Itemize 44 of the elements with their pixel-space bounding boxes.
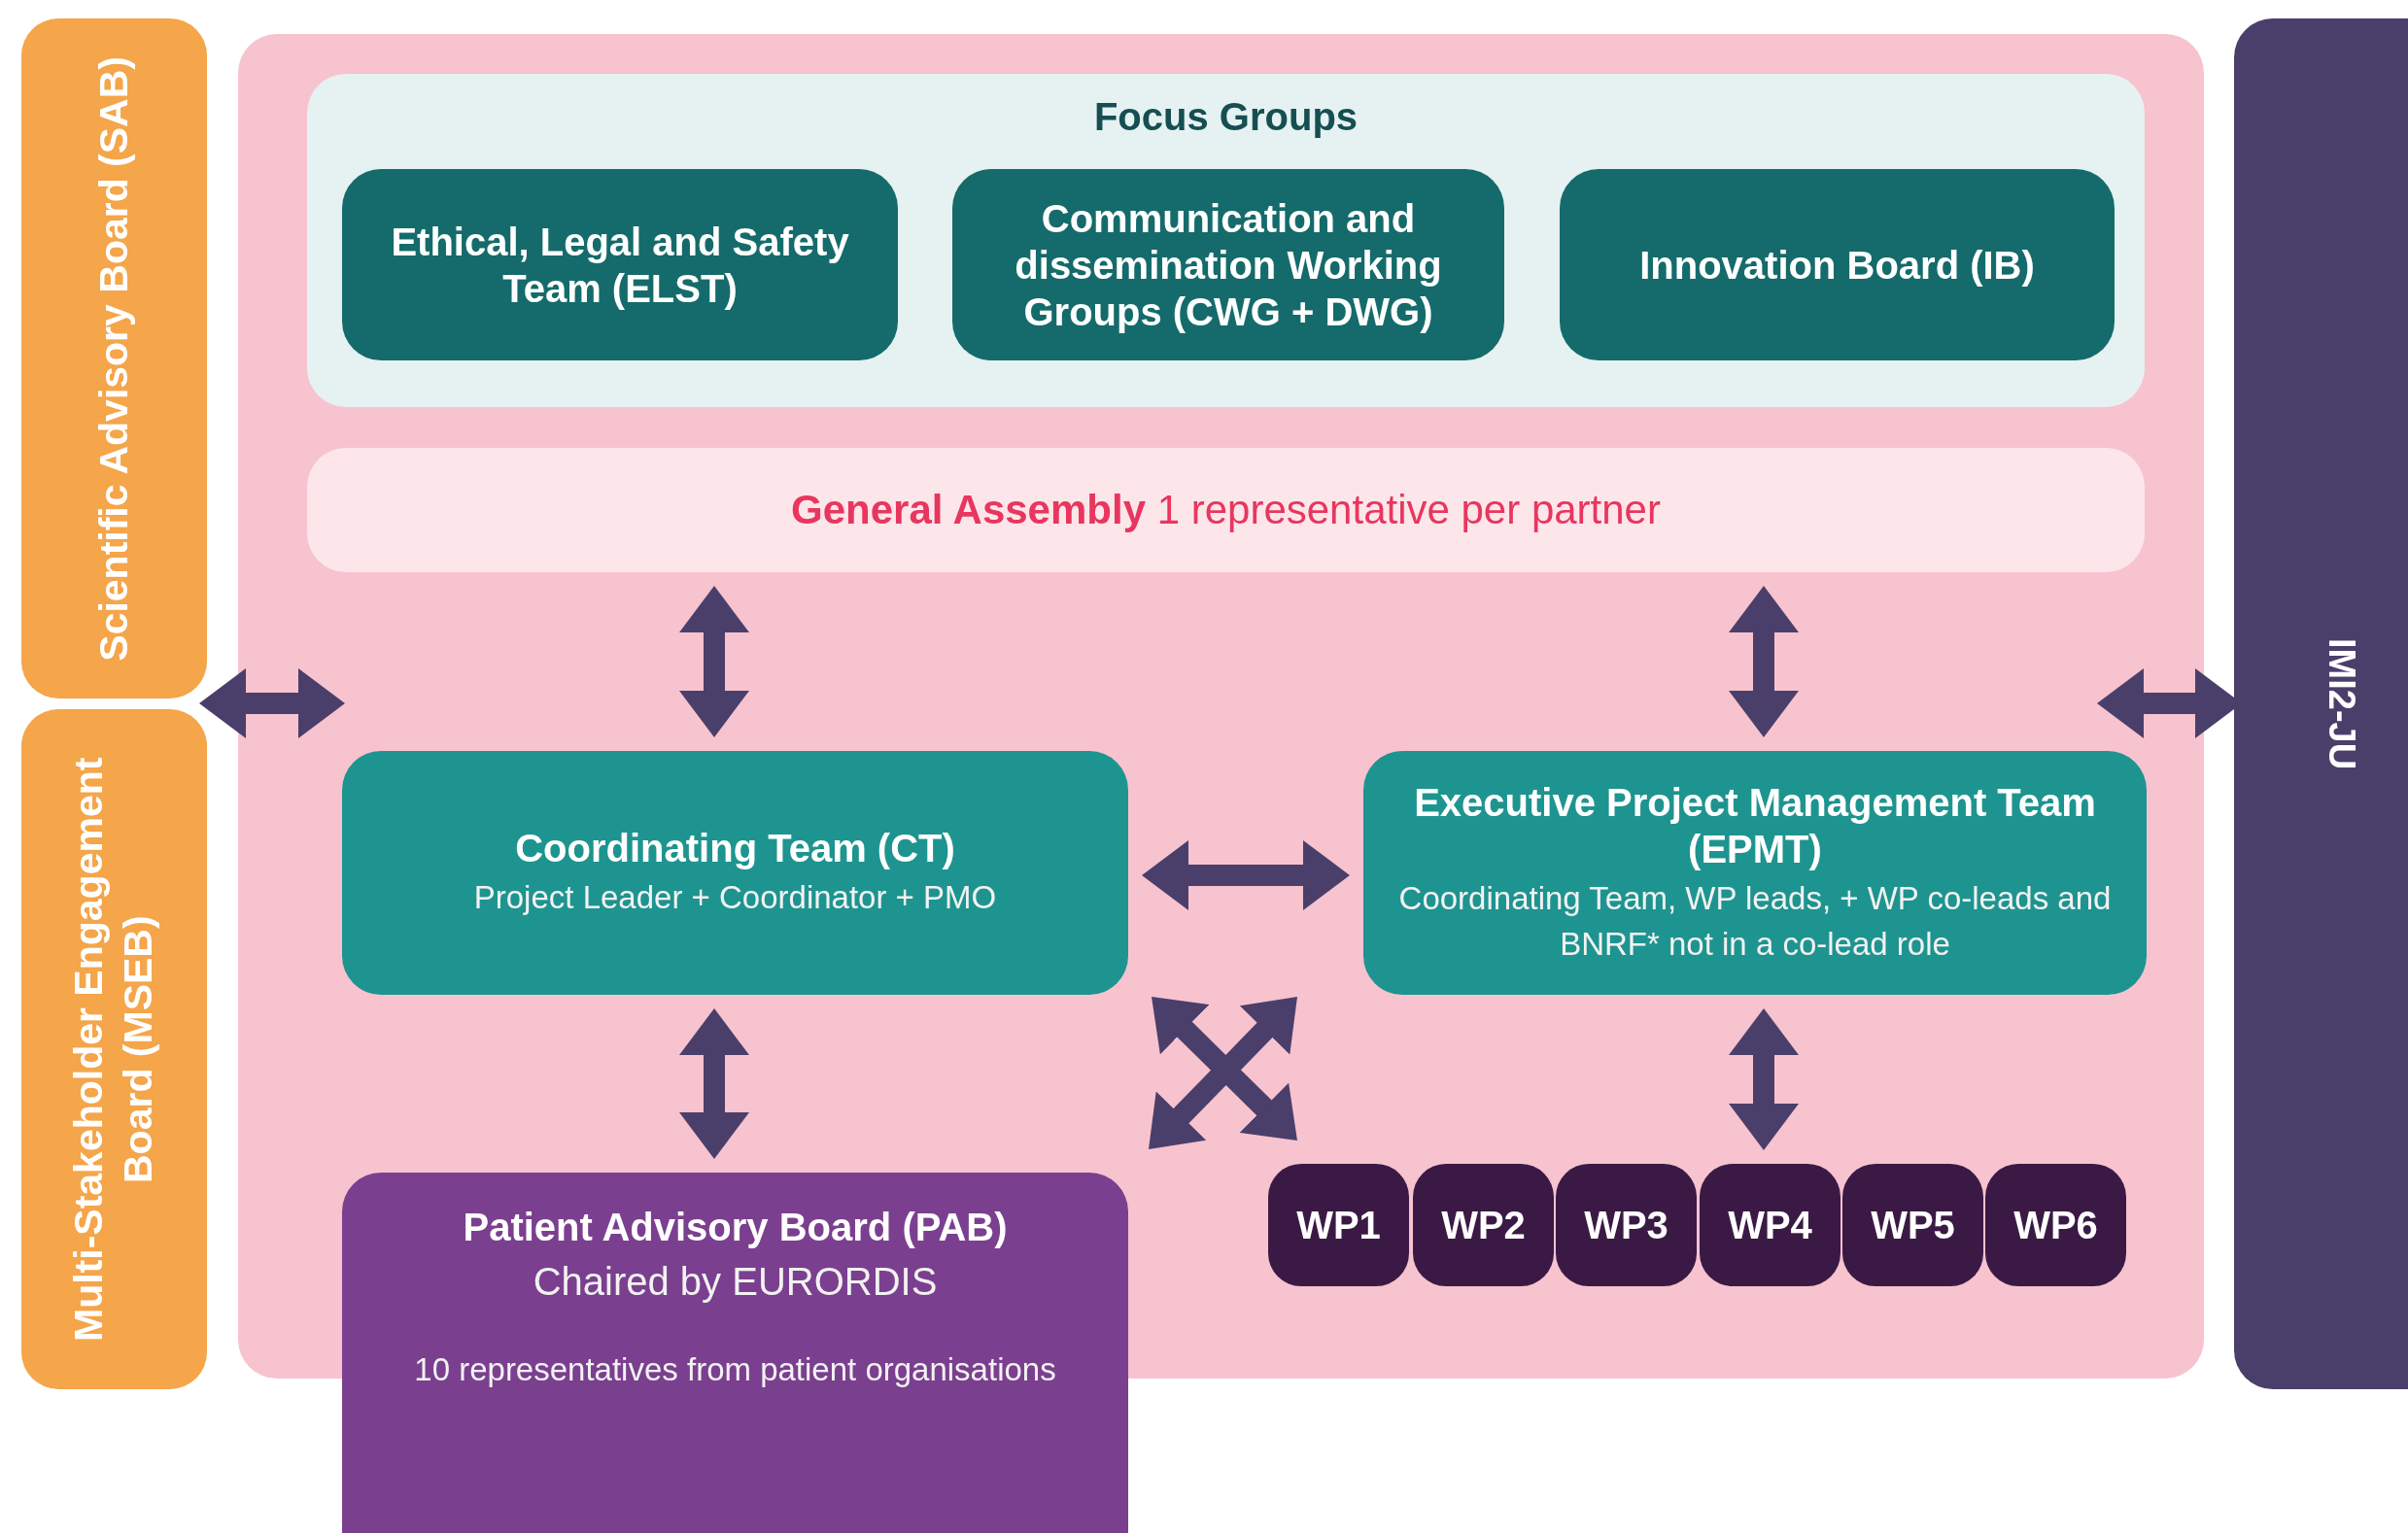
- box-title: Patient Advisory Board (PAB): [462, 1205, 1009, 1250]
- box-title: WP2: [1441, 1203, 1526, 1248]
- team-box: [1363, 751, 2147, 995]
- box-title: Communication and dissemination Working Groups (CWG + DWG): [1014, 195, 1443, 335]
- box-title: Innovation Board (IB): [1638, 242, 2036, 289]
- funder-bar: [2234, 18, 2408, 1389]
- work-package-box: [1985, 1164, 2126, 1286]
- box-description: Coordinating Team, WP leads, + WP co-leads and BNRF* not in a co-lead role: [1397, 879, 2113, 964]
- box-title: Multi-Stakeholder Engagement Board (MSEB): [65, 756, 162, 1344]
- box-description: Project Leader + Coordinator + PMO: [472, 878, 998, 918]
- box-title: WP5: [1871, 1203, 1955, 1248]
- focus-group-box: [1560, 169, 2115, 360]
- box-title: Scientific Advisory Board (SAB): [89, 54, 137, 664]
- focus-groups-panel: [307, 74, 2145, 407]
- double-arrow: [679, 586, 749, 737]
- work-package-box: [1413, 1164, 1554, 1286]
- patient-board-box: [342, 1173, 1128, 1533]
- assembly-text: General Assembly 1 representative per partner: [791, 487, 1661, 533]
- double-arrow: [199, 668, 345, 738]
- box-title: WP4: [1728, 1203, 1812, 1248]
- box-title: WP1: [1296, 1203, 1381, 1248]
- box-title: WP3: [1584, 1203, 1668, 1248]
- focus-group-box: [342, 169, 898, 360]
- team-box: [342, 751, 1128, 995]
- box-title: Coordinating Team (CT): [514, 826, 956, 872]
- focus-group-box: [952, 169, 1504, 360]
- panel-heading: Focus Groups: [1092, 94, 1359, 140]
- work-package-box: [1700, 1164, 1840, 1286]
- box-title: WP6: [2013, 1203, 2098, 1248]
- box-description: 10 representatives from patient organisations: [413, 1350, 1057, 1389]
- work-package-box: [1556, 1164, 1697, 1286]
- box-description: Chaired by EURORDIS: [532, 1259, 939, 1305]
- double-arrow: [1142, 840, 1350, 910]
- double-arrow: [679, 1008, 749, 1159]
- assembly-banner: [307, 448, 2145, 572]
- work-package-box: [1842, 1164, 1983, 1286]
- box-title: Executive Project Management Team (EPMT): [1413, 780, 2097, 873]
- double-arrow: [1729, 1008, 1799, 1150]
- work-package-box: [1268, 1164, 1409, 1286]
- double-arrow: [1729, 586, 1799, 737]
- advisory-board-bar: [21, 709, 207, 1389]
- box-title: Ethical, Legal and Safety Team (ELST): [390, 219, 850, 312]
- box-title: IMI2-JU: [2320, 637, 2363, 770]
- advisory-board-bar: [21, 18, 207, 698]
